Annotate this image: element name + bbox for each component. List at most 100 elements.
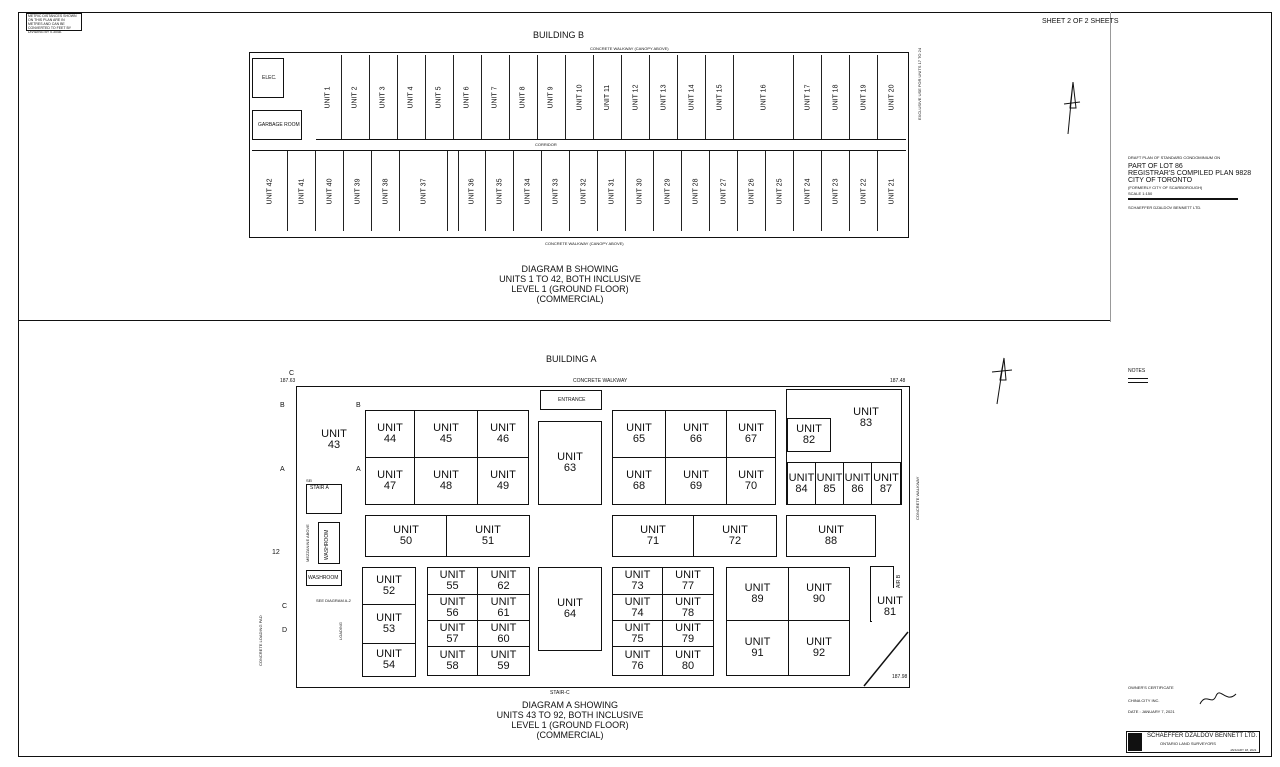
- garbage-room: [252, 110, 302, 140]
- diagram-a-caption: DIAGRAM A SHOWING UNITS 43 TO 92, BOTH I…: [430, 700, 710, 740]
- metric-note: METRIC DISTANCES SHOWN ON THIS PLAN ARE …: [28, 14, 77, 34]
- garbage-room-label: GARBAGE ROOM: [258, 122, 300, 128]
- elec-room: [252, 58, 284, 98]
- unit-b-top-5: UNIT 5: [426, 55, 454, 139]
- unit-b-top-11: UNIT 11: [594, 55, 622, 139]
- elevation-top-left: 187.63: [280, 378, 296, 384]
- marker-b-left: B: [280, 402, 285, 409]
- sheet-top-border: [18, 12, 1272, 13]
- lot-12-label: 12: [272, 549, 280, 556]
- building-a-corner: [863, 631, 909, 687]
- building-b-walkway-bottom: CONCRETE WALKWAY (CANOPY ABOVE): [545, 241, 624, 246]
- unit-b-top-19: UNIT 19: [850, 55, 878, 139]
- marker-c-top: C: [289, 370, 295, 377]
- diagram-b-caption-line4: (COMMERCIAL): [536, 294, 604, 304]
- marker-a-left: A: [280, 466, 285, 473]
- building-b-walkway-top: CONCRETE WALKWAY (CANOPY ABOVE): [590, 46, 669, 51]
- unit-b-bot-27: UNIT 27: [710, 151, 738, 231]
- unit-b-bot-28: UNIT 28: [682, 151, 710, 231]
- washroom-box-1: [318, 522, 340, 564]
- stair-c-label: STAIR-C: [550, 690, 570, 696]
- notes-line-2: [1128, 382, 1148, 383]
- notes-line-1: [1128, 378, 1148, 379]
- loading-pad-label: CONCRETE LOADING PAD: [258, 615, 263, 666]
- diagram-a-caption-line3: LEVEL 1 (GROUND FLOOR): [511, 720, 629, 730]
- formerly-label: (FORMERLY CITY OF SCARBOROUGH): [1128, 185, 1203, 190]
- sheet-right-border: [1271, 12, 1272, 757]
- unit-b-bot-30: UNIT 30: [626, 151, 654, 231]
- building-a-walkway-top: CONCRETE WALKWAY: [573, 378, 628, 384]
- unit-b-top-15: UNIT 15: [706, 55, 734, 139]
- unit-b-top-18: UNIT 18: [822, 55, 850, 139]
- marker-b-right: B: [356, 402, 361, 409]
- title-column-divider: [1110, 12, 1111, 322]
- unit-b-top-7: UNIT 7: [482, 55, 510, 139]
- mezzanine-label: MEZZANINE ABOVE: [305, 524, 310, 562]
- unit-b-top-2: UNIT 2: [342, 55, 370, 139]
- firm-box: [1126, 731, 1260, 753]
- unit-b-top-3: UNIT 3: [370, 55, 398, 139]
- diagram-b-caption: DIAGRAM B SHOWING UNITS 1 TO 42, BOTH IN…: [430, 264, 710, 304]
- building-a-walkway-right: CONCRETE WALKWAY: [915, 476, 920, 520]
- building-a-title: BUILDING A: [546, 354, 597, 364]
- see-diagram-a2: SEE DIAGRAM A-2: [316, 598, 351, 603]
- city-label: CITY OF TORONTO: [1128, 177, 1193, 184]
- draft-plan-label: DRAFT PLAN OF STANDARD CONDOMINIUM ON: [1128, 155, 1221, 160]
- washroom-label-1: WASHROOM: [324, 529, 330, 560]
- sheet-label: SHEET 2 OF 2 SHEETS: [1042, 18, 1119, 25]
- diagram-a-caption-line4: (COMMERCIAL): [536, 730, 604, 740]
- signature-graphic: [1199, 692, 1237, 705]
- unit-b-bot-24: UNIT 24: [794, 151, 822, 231]
- notes-label: NOTES: [1128, 368, 1146, 374]
- entrance-box: [540, 390, 602, 410]
- building-b-outline: [249, 52, 909, 238]
- unit-b-bot-36: UNIT 36: [458, 151, 486, 231]
- diagram-b-caption-line2: UNITS 1 TO 42, BOTH INCLUSIVE: [499, 274, 641, 284]
- metric-note-box: [26, 13, 82, 31]
- firm-small-label: SCHAEFFER DZALDOV BENNETT LTD.: [1128, 205, 1202, 210]
- sheet-divider: [18, 320, 1110, 321]
- elec-room-label: ELEC.: [262, 75, 277, 81]
- unit-b-bot-35: UNIT 35: [486, 151, 514, 231]
- marker-c-bottom: C: [282, 603, 288, 610]
- firm-sub: ONTARIO LAND SURVEYORS: [1160, 741, 1216, 746]
- entrance-label: ENTRANCE: [558, 397, 586, 403]
- unit-b-bot-29: UNIT 29: [654, 151, 682, 231]
- firm-date: JANUARY 18, 2021: [1230, 748, 1257, 752]
- unit-b-bot-23: UNIT 23: [822, 151, 850, 231]
- unit-b-top-6: UNIT 6: [454, 55, 482, 139]
- unit-b-bot-31: UNIT 31: [598, 151, 626, 231]
- stair-a-label: STAIR A: [310, 485, 329, 491]
- unit-b-bot-39: UNIT 39: [344, 151, 372, 231]
- unit-b-bot-42: UNIT 42: [252, 151, 288, 231]
- owner-name: CHINA CITY INC.: [1128, 698, 1160, 703]
- unit-b-bot-34: UNIT 34: [514, 151, 542, 231]
- building-a-outline: [296, 386, 910, 688]
